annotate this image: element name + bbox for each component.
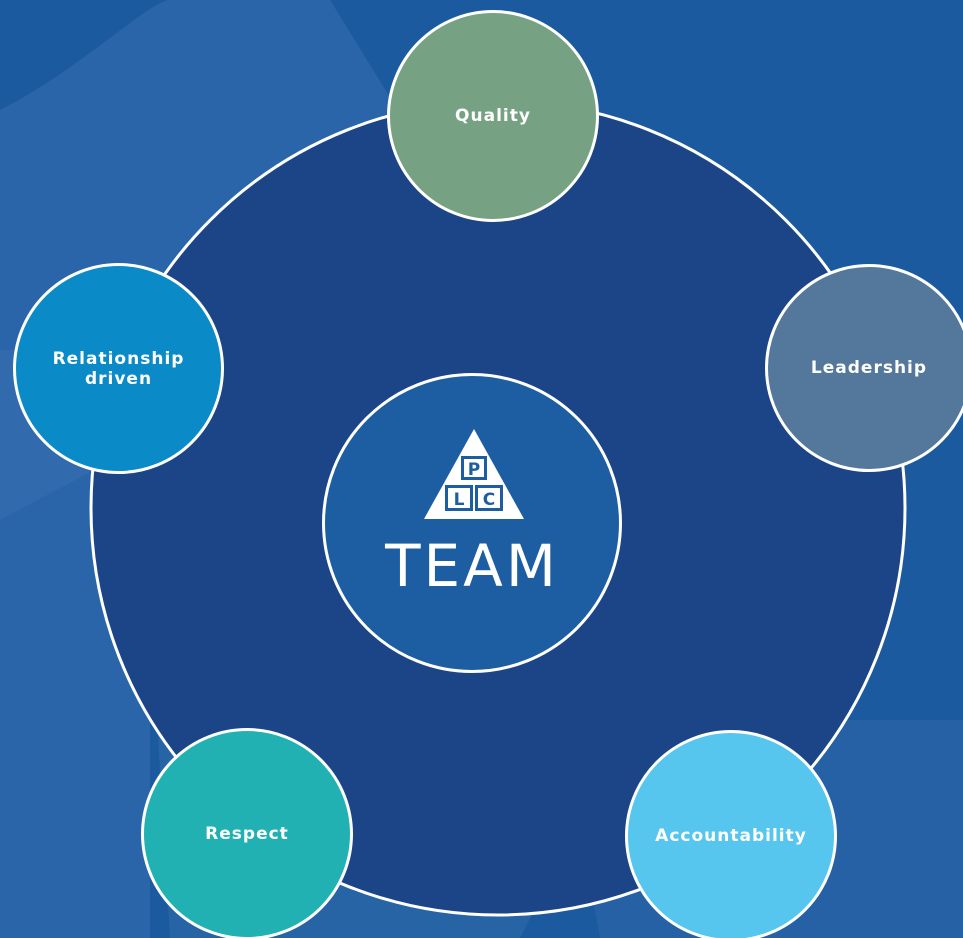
node-respect-label: Respect <box>205 824 289 844</box>
node-quality-label: Quality <box>455 106 531 126</box>
node-accountability: Accountability <box>625 730 837 938</box>
logo-letter-c: C <box>483 490 495 510</box>
center-title: TEAM <box>385 532 559 600</box>
plc-logo: P L C <box>424 429 524 519</box>
node-relationship-driven: Relationship driven <box>13 263 224 474</box>
center-circle: P L C TEAM <box>322 373 622 673</box>
node-relationship-driven-label: Relationship driven <box>52 348 185 389</box>
logo-letter-p: P <box>468 460 480 480</box>
node-leadership-label: Leadership <box>810 358 928 378</box>
logo-letter-l: L <box>454 490 465 510</box>
node-accountability-label: Accountability <box>655 826 807 846</box>
node-quality: Quality <box>387 10 599 222</box>
node-leadership: Leadership <box>765 264 963 472</box>
node-respect: Respect <box>141 728 353 938</box>
